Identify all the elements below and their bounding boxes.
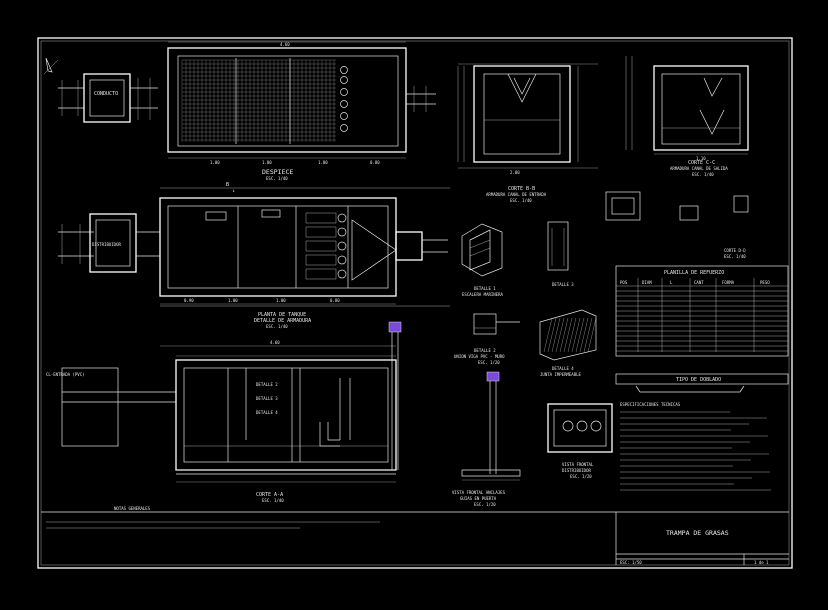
detail-1-view: DETALLE 1 ESCALERA MARINERA xyxy=(461,223,504,297)
vent-cap-accent xyxy=(388,321,402,333)
section-bb-scale: ESC. 1/40 xyxy=(510,198,532,203)
sheet-number: 1 de 1 xyxy=(754,560,769,565)
section-dd-title: CORTE D-D xyxy=(724,248,746,253)
schedule-header-5: PESO xyxy=(760,280,770,285)
svg-text:1.00: 1.00 xyxy=(318,160,328,165)
section-aa-label-0: DETALLE 2 xyxy=(256,382,278,387)
svg-text:1.00: 1.00 xyxy=(262,160,272,165)
svg-text:1.10: 1.10 xyxy=(696,156,706,161)
section-dd-scale: ESC. 1/40 xyxy=(724,254,746,259)
rebar-schedule: PLANILLA DE REFUERZO POS DIAM L CANT FOR… xyxy=(615,265,789,357)
section-aa-scale: ESC. 1/40 xyxy=(262,498,284,503)
schedule-header-1: DIAM xyxy=(642,280,652,285)
plan-tank-title: PLANTA DE TANQUE xyxy=(258,312,306,318)
detail-2-scale: ESC. 1/20 xyxy=(478,360,500,365)
anchor-cap-accent xyxy=(486,371,500,382)
detail-3-title: DETALLE 3 xyxy=(552,282,574,287)
sheet-scale: ESC: 1/50 xyxy=(620,560,642,565)
section-cc-scale: ESC. 1/40 xyxy=(692,172,714,177)
joint-hatch xyxy=(543,317,597,353)
svg-text:1.00: 1.00 xyxy=(276,298,286,303)
vista-frontal-1-scale: ESC. 1/20 xyxy=(474,502,496,507)
svg-text:0.80: 0.80 xyxy=(330,298,340,303)
svg-text:0.80: 0.80 xyxy=(370,160,380,165)
notes-general-title: ESPECIFICACIONES TECNICAS xyxy=(620,402,681,407)
section-cc-subtitle: ARMADURA CANAL DE SALIDA xyxy=(670,166,728,171)
distributor-circles xyxy=(562,420,602,432)
sheet-inner-border xyxy=(40,40,790,566)
schedule-header-0: POS xyxy=(620,280,628,285)
detail-4-view: DETALLE 4 JUNTA IMPERMEABLE xyxy=(539,309,597,377)
section-aa-title: CORTE A-A xyxy=(256,492,283,498)
bottom-notes-title: NOTAS GENERALES xyxy=(114,506,151,511)
notes-section-title: TIPO DE DOBLADO xyxy=(676,377,721,383)
vista-frontal-2-scale: ESC. 1/20 xyxy=(570,474,592,479)
svg-text:1.00: 1.00 xyxy=(228,298,238,303)
plan-tank-view: B ↓ DISTRIBUIDOR 0.90 1.00 1.00 0.80 PLA… xyxy=(58,182,450,329)
svg-text:0.90: 0.90 xyxy=(184,298,194,303)
detail-3-view: DETALLE 3 xyxy=(547,221,574,287)
detail-4-title: DETALLE 4 xyxy=(552,366,574,371)
svg-text:2.00: 2.00 xyxy=(510,170,520,175)
vista-frontal-distributor-view: VISTA FRONTAL DISTRIBUIDOR ESC. 1/20 xyxy=(547,403,613,479)
schedule-grid xyxy=(616,278,788,352)
section-bb-subtitle: ARMADURA CANAL DE ENTRADA xyxy=(486,192,547,197)
section-aa-label-2: DETALLE 4 xyxy=(256,410,278,415)
plan-top-title: DESPIECE xyxy=(262,168,293,176)
vista-frontal-1-title: VISTA FRONTAL ANCLAJES xyxy=(452,490,506,495)
grate-grid xyxy=(181,58,348,144)
plan-tank-subtitle: DETALLE DE ARMADURA xyxy=(254,318,311,324)
plan-top-scale: ESC. 1/40 xyxy=(266,176,288,181)
sheet-border xyxy=(37,37,793,569)
plan-tank-scale: ESC. 1/40 xyxy=(266,324,288,329)
detail-1-title: DETALLE 1 xyxy=(474,286,496,291)
section-aa-room-label: CL-ENTRADA (PVC) xyxy=(46,372,85,377)
schedule-header-3: CANT xyxy=(694,280,704,285)
notes-block: TIPO DE DOBLADO ESPECIFICACIONES TECNICA… xyxy=(615,373,789,491)
section-aa-label-1: DETALLE 3 xyxy=(256,396,278,401)
section-dd-view: CORTE D-D ESC. 1/40 xyxy=(605,191,749,259)
svg-text:B: B xyxy=(226,182,229,188)
drawing-title: TRAMPA DE GRASAS xyxy=(666,529,729,537)
detail-4-subtitle: JUNTA IMPERMEABLE xyxy=(540,372,582,377)
svg-text:4.60: 4.60 xyxy=(270,340,280,345)
schedule-header-4: FORMA xyxy=(722,280,735,285)
section-cc-title: CORTE C-C xyxy=(688,160,715,166)
vista-frontal-2-title: VISTA FRONTAL xyxy=(562,462,594,467)
north-arrow-icon xyxy=(43,57,59,75)
tank-outlet-circles xyxy=(305,212,347,280)
svg-text:1.00: 1.00 xyxy=(210,160,220,165)
detail-2-subtitle: UNION VIGA PVC - MURO xyxy=(454,354,505,359)
detail-2-view: DETALLE 2 UNION VIGA PVC - MURO ESC. 1/2… xyxy=(454,313,520,365)
svg-text:↓: ↓ xyxy=(232,188,235,194)
section-bb-view: 2.00 CORTE B-B ARMADURA CANAL DE ENTRADA… xyxy=(457,63,598,203)
schedule-header-2: L xyxy=(670,280,673,285)
vista-frontal-anchors-view: VISTA FRONTAL ANCLAJES GUIAS EN PUERTA E… xyxy=(452,371,521,507)
detail-2-title: DETALLE 2 xyxy=(474,348,496,353)
vista-frontal-1-subtitle: GUIAS EN PUERTA xyxy=(460,496,497,501)
vista-frontal-2-subtitle: DISTRIBUIDOR xyxy=(562,468,591,473)
plan-top-view: CONDUCTO 1.00 1.00 1.00 0.80 4.60 DESPIE… xyxy=(58,41,436,181)
notes-text-lines xyxy=(620,411,771,491)
section-bb-title: CORTE B-B xyxy=(508,186,535,192)
section-cc-view: 1.10 CORTE C-C ARMADURA CANAL DE SALIDA … xyxy=(625,56,749,177)
schedule-title: PLANILLA DE REFUERZO xyxy=(664,270,724,276)
bottom-strip: NOTAS GENERALES TRAMPA DE GRASAS ESC: 1/… xyxy=(41,506,789,565)
svg-text:4.60: 4.60 xyxy=(280,42,290,47)
section-aa-view: 4.60 CL-ENTRADA (PVC) DETALLE 2 DETALLE … xyxy=(46,321,402,503)
plan-tank-room-label: DISTRIBUIDOR xyxy=(92,242,121,247)
plan-top-room-label: CONDUCTO xyxy=(94,91,118,97)
detail-1-subtitle: ESCALERA MARINERA xyxy=(462,292,504,297)
